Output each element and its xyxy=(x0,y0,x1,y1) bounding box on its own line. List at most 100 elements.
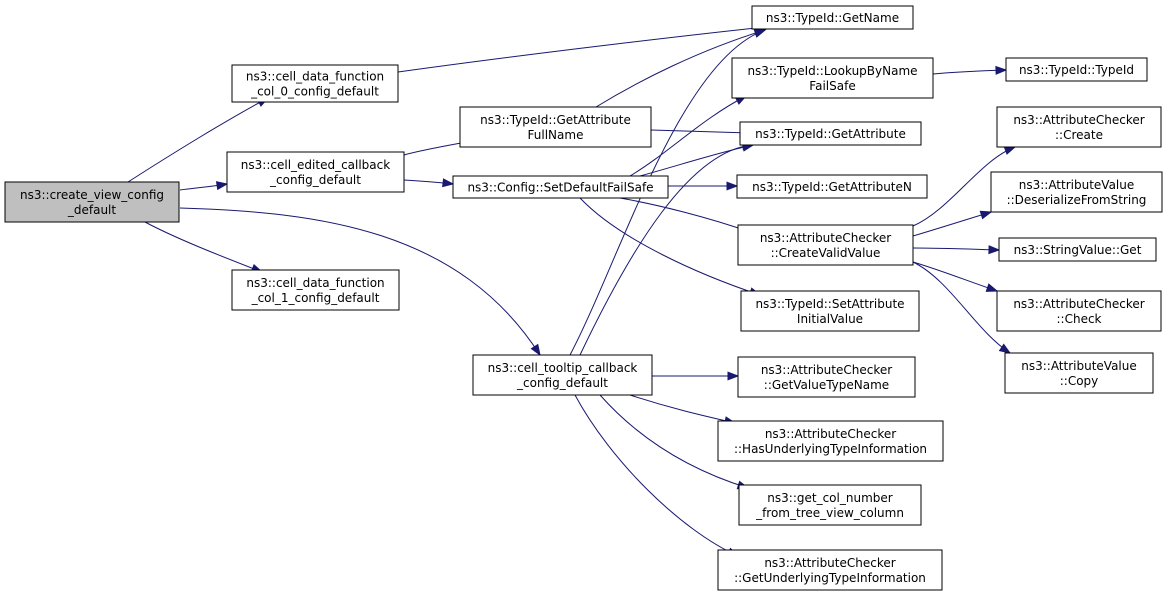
node-label-line: ns3::AttributeChecker xyxy=(760,231,891,245)
node-box xyxy=(996,106,1162,148)
node-label-line: _from_tree_view_column xyxy=(755,506,904,520)
edge-tooltip-to-getName xyxy=(569,29,767,356)
node-label-line: ns3::AttributeChecker xyxy=(1013,113,1144,127)
node-edited[interactable]: ns3::cell_edited_callback_config_default xyxy=(226,151,405,193)
edge-setDefault-to-createValid xyxy=(619,197,752,233)
node-label-line: _col_1_config_default xyxy=(251,291,380,305)
node-box xyxy=(739,121,922,146)
node-box xyxy=(1005,57,1148,82)
node-c0[interactable]: ns3::cell_data_function_col_0_config_def… xyxy=(231,64,399,103)
node-label-line: ns3::AttributeChecker xyxy=(764,556,895,570)
node-typeIdCtor[interactable]: ns3::TypeId::TypeId xyxy=(1005,57,1148,82)
arrowhead xyxy=(442,178,455,188)
node-label-line: _default xyxy=(67,203,117,217)
edge-line xyxy=(595,29,766,108)
arrowhead xyxy=(1003,146,1017,155)
edge-line xyxy=(650,129,751,134)
edge-line xyxy=(629,394,736,424)
node-box xyxy=(459,106,652,148)
edge-root-to-c1 xyxy=(144,221,264,273)
arrowhead xyxy=(215,181,229,191)
edge-line xyxy=(574,394,739,557)
node-stringGet[interactable]: ns3::StringValue::Get xyxy=(998,237,1157,262)
node-label-line: _config_default xyxy=(269,173,361,187)
node-box xyxy=(4,181,180,223)
node-label-line: ns3::AttributeChecker xyxy=(761,363,892,377)
edge-line xyxy=(569,29,766,356)
node-createValid[interactable]: ns3::AttributeChecker::CreateValidValue xyxy=(737,224,914,266)
node-valueCopy[interactable]: ns3::AttributeValue::Copy xyxy=(1004,352,1154,394)
node-label-line: ns3::Config::SetDefaultFailSafe xyxy=(467,181,653,195)
node-label-line: ::Copy xyxy=(1060,374,1099,388)
edge-line xyxy=(912,247,1000,251)
edge-tooltip-to-hasUnderlying xyxy=(629,394,737,426)
node-box xyxy=(717,420,944,462)
node-checkerCreate[interactable]: ns3::AttributeChecker::Create xyxy=(996,106,1162,148)
node-label-line: ns3::TypeId::GetName xyxy=(766,11,899,25)
node-box xyxy=(990,171,1163,213)
arrowhead xyxy=(726,181,739,191)
arrowhead xyxy=(995,65,1008,75)
node-label-line: ns3::TypeId::GetAttribute xyxy=(480,113,631,127)
edge-tooltip-to-getAttr xyxy=(579,141,755,356)
edge-line xyxy=(912,261,1011,354)
arrowhead xyxy=(985,283,999,292)
node-getAttr[interactable]: ns3::TypeId::GetAttribute xyxy=(739,121,922,146)
node-label-line: ns3::TypeId::TypeId xyxy=(1019,63,1134,77)
node-c1[interactable]: ns3::cell_data_function_col_1_config_def… xyxy=(231,269,400,311)
node-box xyxy=(717,549,943,591)
edge-line xyxy=(912,261,998,292)
node-getCol[interactable]: ns3::get_col_number_from_tree_view_colum… xyxy=(738,484,922,526)
node-getName[interactable]: ns3::TypeId::GetName xyxy=(751,5,914,30)
node-box xyxy=(737,224,914,266)
node-label-line: ns3::AttributeChecker xyxy=(1013,297,1144,311)
node-label-line: _config_default xyxy=(516,376,608,390)
edge-setDefault-to-getAttrN xyxy=(668,181,739,191)
edge-getAttrFull-to-getAttr xyxy=(650,128,752,138)
edge-createValid-to-valueCopy xyxy=(912,261,1012,354)
edge-setDefault-to-setAttrInit xyxy=(579,197,762,296)
node-label-line: ns3::AttributeChecker xyxy=(765,427,896,441)
node-label-line: ns3::create_view_config xyxy=(20,188,164,202)
edge-line xyxy=(179,207,541,356)
node-label-line: FullName xyxy=(528,128,584,142)
node-label-line: ns3::TypeId::GetAttributeN xyxy=(752,180,912,194)
node-box xyxy=(736,174,928,199)
node-getUnderlying[interactable]: ns3::AttributeChecker::GetUnderlyingType… xyxy=(717,549,943,591)
node-label-line: FailSafe xyxy=(809,79,855,93)
arrowhead xyxy=(753,29,767,38)
node-getAttrN[interactable]: ns3::TypeId::GetAttributeN xyxy=(736,174,928,199)
edge-root-to-tooltip xyxy=(179,207,541,357)
node-label-line: ns3::cell_data_function xyxy=(246,276,384,290)
edge-line xyxy=(912,146,1016,227)
node-box xyxy=(737,356,916,398)
edge-line xyxy=(397,26,766,73)
arrowhead xyxy=(988,245,1001,255)
node-getValueType[interactable]: ns3::AttributeChecker::GetValueTypeName xyxy=(737,356,916,398)
node-box xyxy=(751,5,914,30)
node-label-line: ::CreateValidValue xyxy=(771,246,881,260)
node-box xyxy=(738,484,922,526)
node-box xyxy=(226,151,405,193)
arrowhead xyxy=(727,371,740,381)
node-root[interactable]: ns3::create_view_config_default xyxy=(4,181,180,223)
node-label-line: ns3::cell_tooltip_callback xyxy=(488,361,638,375)
node-box xyxy=(231,269,400,311)
node-label-line: InitialValue xyxy=(797,312,863,326)
node-box xyxy=(740,290,920,332)
node-label-line: ns3::TypeId::LookupByName xyxy=(747,64,917,78)
node-setDefault[interactable]: ns3::Config::SetDefaultFailSafe xyxy=(452,175,669,199)
edge-line xyxy=(932,69,1007,75)
node-deserialize[interactable]: ns3::AttributeValue::DeserializeFromStri… xyxy=(990,171,1163,213)
node-hasUnderlying[interactable]: ns3::AttributeChecker::HasUnderlyingType… xyxy=(717,420,944,462)
node-label-line: ::GetValueTypeName xyxy=(764,378,889,392)
node-tooltip[interactable]: ns3::cell_tooltip_callback_config_defaul… xyxy=(472,354,653,396)
node-box xyxy=(731,57,934,99)
node-checkerCheck[interactable]: ns3::AttributeChecker::Check xyxy=(996,290,1162,332)
node-label-line: ns3::cell_data_function xyxy=(246,70,384,84)
edge-createValid-to-checkerCheck xyxy=(912,261,999,292)
